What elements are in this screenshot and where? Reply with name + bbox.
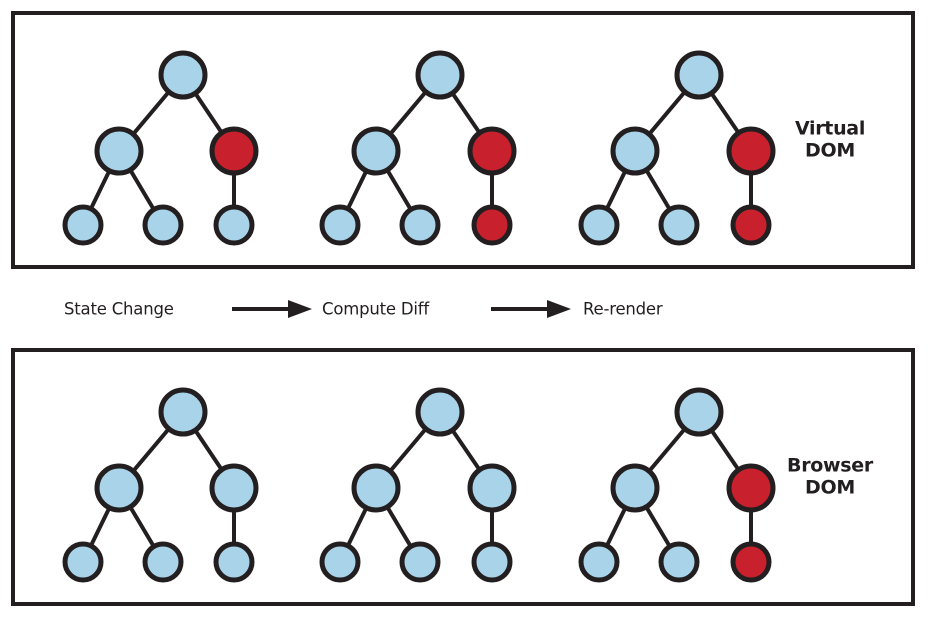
tree-node-red-leaf-3 bbox=[730, 541, 772, 583]
browser-dom-tree-1 bbox=[62, 387, 259, 583]
tree-node-blue-root bbox=[674, 50, 724, 100]
tree-node-blue-leaf-2 bbox=[399, 204, 441, 246]
tree-node-blue-mid-left bbox=[351, 126, 401, 176]
tree-node-blue-leaf-2 bbox=[658, 204, 700, 246]
flow-step-re-render: Re-render bbox=[583, 299, 663, 318]
browser-dom-trees bbox=[62, 387, 776, 583]
tree-node-red-mid-right bbox=[726, 126, 776, 176]
tree-node-blue-mid-right bbox=[467, 463, 517, 513]
tree-node-blue-leaf-3 bbox=[471, 541, 513, 583]
tree-node-red-leaf-3 bbox=[730, 204, 772, 246]
tree-node-blue-leaf-1 bbox=[578, 541, 620, 583]
tree-node-blue-leaf-1 bbox=[62, 204, 104, 246]
tree-node-blue-leaf-1 bbox=[319, 204, 361, 246]
flow-step-compute-diff: Compute Diff bbox=[322, 299, 429, 318]
tree-node-blue-mid-left bbox=[610, 126, 660, 176]
flow-arrow-right-1 bbox=[232, 299, 312, 318]
tree-node-red-mid-right bbox=[467, 126, 517, 176]
tree-node-blue-leaf-1 bbox=[62, 541, 104, 583]
browser-dom-tree-2 bbox=[319, 387, 517, 583]
flow-arrow-right-2 bbox=[491, 299, 571, 318]
panel-label-virtual-dom: Virtual DOM bbox=[794, 117, 866, 162]
flow-step-state-change: State Change bbox=[64, 299, 174, 318]
tree-node-blue-leaf-2 bbox=[399, 541, 441, 583]
virtual-dom-tree-1 bbox=[62, 50, 259, 246]
tree-node-blue-leaf-2 bbox=[142, 204, 184, 246]
tree-node-blue-leaf-3 bbox=[213, 204, 255, 246]
virtual-dom-tree-2 bbox=[319, 50, 517, 246]
tree-node-red-mid-right bbox=[726, 463, 776, 513]
virtual-dom-tree-3 bbox=[578, 50, 776, 246]
tree-node-blue-root bbox=[415, 387, 465, 437]
panel-browser-dom: Browser DOM bbox=[11, 348, 915, 606]
tree-node-blue-leaf-2 bbox=[658, 541, 700, 583]
tree-node-blue-leaf-1 bbox=[319, 541, 361, 583]
tree-node-blue-mid-right bbox=[209, 463, 259, 513]
tree-node-blue-root bbox=[158, 50, 208, 100]
tree-node-blue-leaf-3 bbox=[213, 541, 255, 583]
panel-virtual-dom: Virtual DOM bbox=[11, 11, 915, 269]
tree-node-blue-root bbox=[674, 387, 724, 437]
browser-dom-tree-3 bbox=[578, 387, 776, 583]
panel-label-browser-dom: Browser DOM bbox=[787, 454, 873, 499]
tree-node-red-mid-right bbox=[209, 126, 259, 176]
tree-node-blue-leaf-1 bbox=[578, 204, 620, 246]
tree-node-blue-root bbox=[415, 50, 465, 100]
tree-node-blue-leaf-2 bbox=[142, 541, 184, 583]
tree-node-blue-mid-left bbox=[94, 126, 144, 176]
tree-node-blue-mid-left bbox=[94, 463, 144, 513]
tree-node-blue-root bbox=[158, 387, 208, 437]
tree-node-blue-mid-left bbox=[351, 463, 401, 513]
virtual-dom-trees bbox=[62, 50, 776, 246]
flow-strip: State Change Compute Diff Re-render bbox=[11, 269, 915, 348]
tree-node-blue-mid-left bbox=[610, 463, 660, 513]
tree-node-red-leaf-3 bbox=[471, 204, 513, 246]
